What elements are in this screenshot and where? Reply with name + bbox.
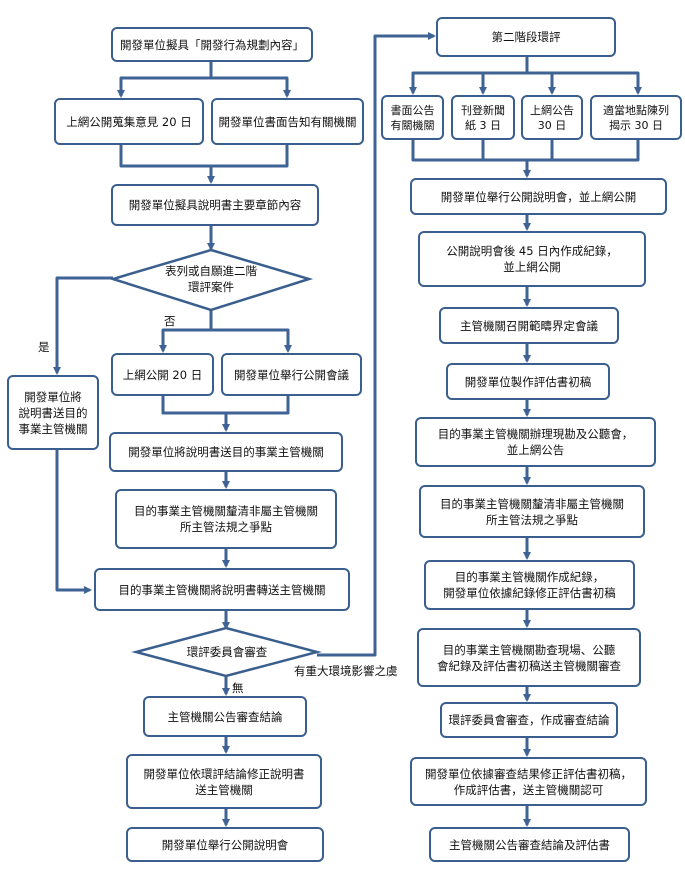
step-committee-conclusion: 環評委員會審查，作成審查結論	[440, 702, 618, 738]
step-clarify-disputes-left: 目的事業主管機關釐清非屬主管機關 所主管法規之爭點	[115, 489, 337, 549]
decision-diamond-secondary	[108, 248, 314, 312]
arrow-d2-to-r1	[317, 32, 436, 657]
step-display-30-days: 適當地點陳列 揭示 30 日	[590, 95, 682, 140]
label-yes: 是	[38, 340, 50, 354]
step-send-statement-competent-authority: 開發單位將說明書送目的事業主管機關	[109, 432, 343, 472]
arrow-n1-to-n2a	[117, 62, 213, 98]
step-forward-statement: 目的事業主管機關將說明書轉送主管機關	[94, 568, 350, 611]
step-record-45-days: 公開說明會後 45 日內作成紀錄， 並上網公開	[418, 231, 646, 287]
step-announce-conclusion-left: 主管機關公告審查結論	[143, 696, 307, 737]
step-statement-outline: 開發單位擬具說明書主要章節內容	[111, 184, 319, 226]
decision-committee-review: 環評委員會審查	[186, 645, 268, 659]
step-newspaper-3-days: 刊登新聞 紙 3 日	[451, 95, 515, 140]
decision-secondary-assessment: 表列或自願進二階 環評案件	[165, 264, 257, 294]
step-public-briefing-right: 開發單位舉行公開說明會，並上網公開	[410, 178, 667, 215]
arrow-no-to-n4a	[159, 328, 211, 353]
step-scoping-meeting: 主管機關召開範疇界定會議	[439, 307, 619, 344]
step-online-20-days: 上網公開 20 日	[111, 353, 214, 396]
step-submit-for-review: 目的事業主管機關勘查現場、公聽 會紀錄及評估書初稿送主管機關審查	[417, 628, 641, 687]
arrow-r2-merge	[411, 140, 640, 162]
step-written-notice-agencies: 開發單位書面告知有關機關	[211, 98, 364, 145]
step-online-announce-30-days: 上網公告 30 日	[521, 95, 583, 140]
step-public-briefing-left: 開發單位舉行公開說明會	[126, 827, 324, 862]
step-site-visit-hearing: 目的事業主管機關辦理現勘及公聽會， 並上網公告	[415, 417, 656, 467]
step-public-meeting: 開發單位舉行公開會議	[221, 353, 362, 396]
arrow-n1-to-n2b	[209, 62, 291, 98]
step-second-stage-eia: 第二階段環評	[436, 17, 616, 57]
arrow-n4-merge	[161, 396, 290, 415]
step-written-announce: 書面公告 有關機關	[381, 95, 444, 140]
arrow-d1-yes	[53, 276, 113, 375]
step-announce-conclusion-right: 主管機關公告審查結論及評估書	[429, 827, 630, 862]
label-none: 無	[232, 681, 244, 695]
step-revise-statement: 開發單位依環評結論修正說明書 送主管機關	[126, 754, 322, 809]
arrow-r1-split	[411, 71, 640, 91]
label-major-impact: 有重大環境影響之虞	[294, 664, 398, 678]
step-record-revise-draft: 目的事業主管機關作成紀錄， 開發單位依據紀錄修正評估書初稿	[424, 560, 635, 610]
step-draft-assessment: 開發單位製作評估書初稿	[446, 363, 610, 400]
label-no: 否	[164, 314, 176, 328]
step-send-statement-side: 開發單位將 說明書送目的 事業主管機關	[7, 375, 99, 450]
step-clarify-disputes-right: 目的事業主管機關釐清非屬主管機關 所主管法規之爭點	[419, 485, 645, 538]
decision-diamond-review	[131, 626, 322, 678]
arrow-n2-merge	[119, 145, 289, 168]
step-plan-content: 開發單位擬具「開發行為規劃內容」	[111, 27, 313, 62]
step-online-opinions-20-days: 上網公開蒐集意見 20 日	[54, 98, 204, 145]
arrow-no-to-n4b	[211, 328, 292, 353]
arrow-side-to-n7	[55, 450, 92, 594]
step-revise-assessment: 開發單位依據審查結果修正評估書初稿， 作成評估書，送主管機關認可	[410, 757, 647, 806]
